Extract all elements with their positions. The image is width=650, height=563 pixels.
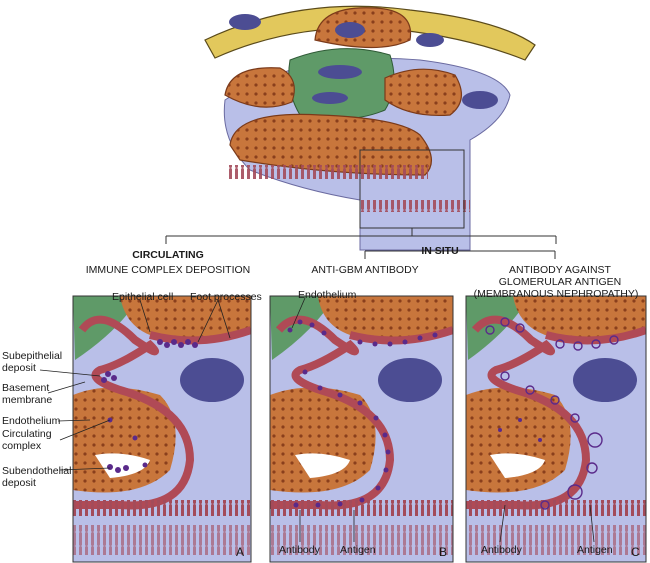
circulating-subtitle: IMMUNE COMPLEX DEPOSITION xyxy=(85,264,251,276)
panel-c-frame xyxy=(465,295,647,563)
circulating-title: CIRCULATING xyxy=(132,249,204,261)
foot-processes-label: Foot processes xyxy=(190,291,262,303)
basement-membrane-label-line1: Basement xyxy=(2,382,50,394)
antibody-against-heading-line3: (MEMBRANOUS NEPHROPATHY) xyxy=(473,288,639,300)
antibody-against-heading-line2: GLOMERULAR ANTIGEN xyxy=(498,276,622,288)
endothelium-label-a: Endothelium xyxy=(2,415,61,427)
endothelium-label-b: Endothelium xyxy=(298,289,357,301)
basement-membrane-label-line2: membrane xyxy=(2,394,53,406)
subendothelial-label-line2: deposit xyxy=(2,477,36,489)
antigen-label-b: Antigen xyxy=(340,544,376,556)
epithelial-cell-label: Epithelial cell xyxy=(112,291,174,303)
antigen-label-c: Antigen xyxy=(577,544,613,556)
antibody-label-b: Antibody xyxy=(279,544,320,556)
panel-c-illustration xyxy=(466,296,646,562)
panel-b-frame xyxy=(269,295,454,563)
circulating-complex-label-line1: Circulating xyxy=(2,428,52,440)
panel-b-letter: B xyxy=(439,545,448,559)
panel-b-illustration xyxy=(270,296,453,562)
in-situ-title: IN SITU xyxy=(421,245,459,257)
subendothelial-label-line1: Subendothelial xyxy=(2,465,72,477)
subepithelial-label-line1: Subepithelial xyxy=(2,350,63,362)
circulating-complex-label-line2: complex xyxy=(2,440,42,452)
panel-a-illustration xyxy=(73,296,251,562)
subepithelial-label-line2: deposit xyxy=(2,362,36,374)
panel-c-letter: C xyxy=(631,545,640,559)
antibody-label-c: Antibody xyxy=(481,544,522,556)
glomerulus-overview xyxy=(204,5,536,251)
connector-lines xyxy=(165,228,557,259)
panel-a-letter: A xyxy=(236,545,245,559)
antibody-against-heading-line1: ANTIBODY AGAINST xyxy=(509,264,611,276)
leader-lines xyxy=(39,297,595,543)
panel-a-frame xyxy=(72,295,252,563)
anti-gbm-heading: ANTI-GBM ANTIBODY xyxy=(311,264,419,276)
